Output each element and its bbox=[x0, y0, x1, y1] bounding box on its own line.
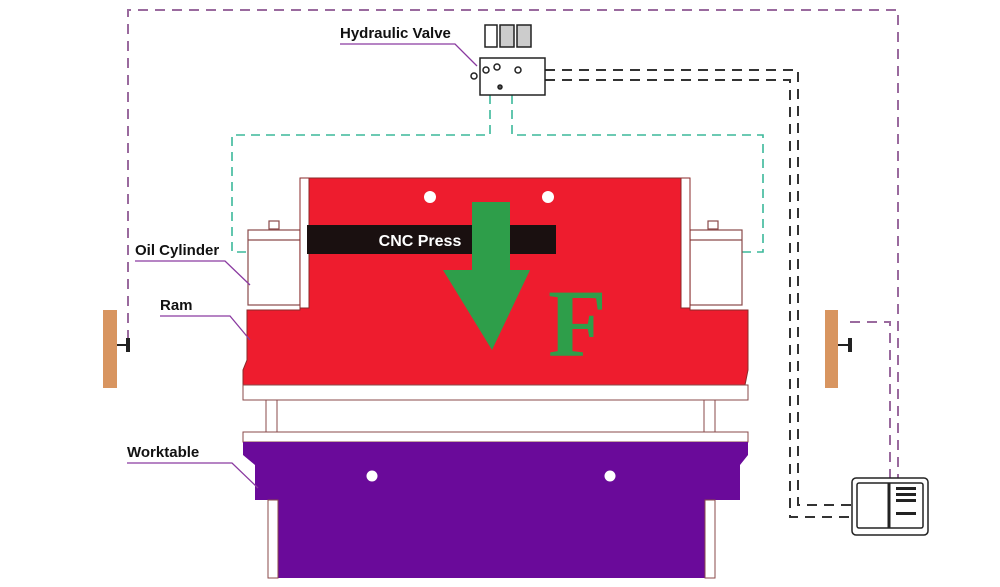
worktable-label: Worktable bbox=[127, 444, 199, 461]
hydraulic-valve-label: Hydraulic Valve bbox=[340, 25, 451, 42]
force-arrow-icon bbox=[443, 202, 530, 350]
control-lines bbox=[545, 69, 855, 518]
signal-lines bbox=[127, 9, 899, 478]
oil-cylinder-right bbox=[689, 220, 743, 306]
cnc-controller-icon bbox=[851, 477, 929, 536]
leader-lines bbox=[127, 43, 478, 489]
force-label: F bbox=[548, 270, 607, 377]
right-position-scale bbox=[825, 310, 852, 388]
cnc-press-label: CNC Press bbox=[379, 233, 462, 250]
hydraulic-lines bbox=[231, 95, 764, 253]
cnc-press-banner bbox=[307, 225, 556, 254]
ram-label: Ram bbox=[160, 297, 193, 314]
left-position-scale bbox=[103, 310, 130, 388]
oil-cylinder-left bbox=[247, 220, 301, 306]
worktable bbox=[242, 431, 749, 579]
oil-cylinder-label: Oil Cylinder bbox=[135, 242, 219, 259]
hydraulic-valve-icon bbox=[470, 24, 546, 96]
